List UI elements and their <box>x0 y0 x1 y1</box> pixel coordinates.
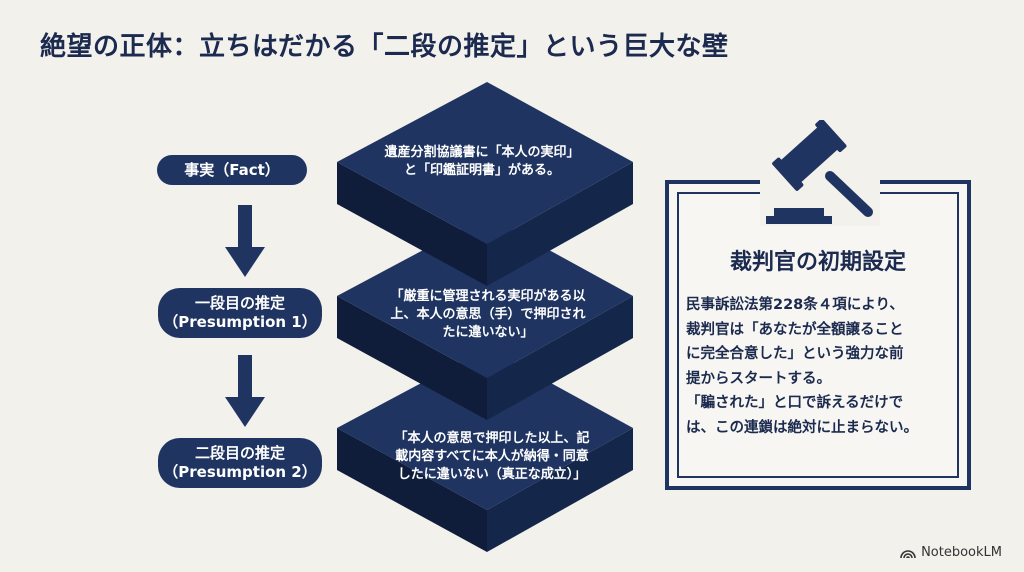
block-fact <box>337 82 633 286</box>
judge-body-line: 裁判官は「あなたが全額譲ること <box>686 321 904 338</box>
step-label-presumption-2: 二段目の推定 （Presumption 2） <box>158 438 322 488</box>
footer-brand-label: NotebookLM <box>921 545 1002 560</box>
step-label-fact: 事実（Fact） <box>157 155 307 185</box>
block-text-line: 載内容すべてに本人が納得・同意 <box>395 449 589 464</box>
step-label-line: （Presumption 2） <box>163 463 317 481</box>
block-text-line: たに違いない」 <box>442 325 534 340</box>
gavel-icon <box>766 120 873 224</box>
judge-title: 裁判官の初期設定 <box>729 250 906 275</box>
judge-body-line: 民事訴訟法第228条４項により、 <box>686 297 904 313</box>
judge-body-line: に完全合意した」という強力な前 <box>686 346 904 362</box>
block-text-line: 「厳重に管理される実印がある以 <box>390 289 586 304</box>
block-text-line: と「印鑑証明書」がある。 <box>403 163 560 178</box>
down-arrow-icon <box>225 205 265 277</box>
block-presumption-2 <box>337 348 633 552</box>
judge-body: 民事訴訟法第228条４項により、 裁判官は「あなたが全額譲ること に完全合意した… <box>686 293 956 440</box>
down-arrow-icon <box>225 355 265 427</box>
block-text-presumption-2: 「本人の意思で押印した以上、記 載内容すべてに本人が納得・同意 したに違いない（… <box>376 430 608 484</box>
page-title: 絶望の正体：立ちはだかる「二段の推定」という巨大な壁 <box>40 32 729 62</box>
judge-body-line: は、この連鎖は絶対に止まらない。 <box>686 419 918 436</box>
step-label-line: 一段目の推定 <box>194 294 285 312</box>
judge-body-line: 提からスタートする。 <box>686 370 831 387</box>
step-label-line: （Presumption 1） <box>163 313 317 331</box>
block-text-line: 「本人の意思で押印した以上、記 <box>394 431 590 446</box>
step-label-line: 事実（Fact） <box>184 160 280 179</box>
block-text-line: したに違いない（真正な成立）」 <box>397 467 587 482</box>
step-label-presumption-1: 一段目の推定 （Presumption 1） <box>158 288 322 338</box>
block-text-fact: 遺産分割協議書に「本人の実印」 と「印鑑証明書」がある。 <box>357 144 607 180</box>
notebooklm-logo-icon <box>900 549 916 558</box>
footer-brand: NotebookLM <box>900 545 1002 560</box>
judge-body-line: 「騙された」と口で訴えるだけで <box>686 395 904 411</box>
block-text-presumption-1: 「厳重に管理される実印がある以 上、本人の意思（手）で押印され たに違いない」 <box>365 288 611 342</box>
step-label-line: 二段目の推定 <box>194 444 285 462</box>
block-text-line: 上、本人の意思（手）で押印され <box>390 307 586 322</box>
block-text-line: 遺産分割協議書に「本人の実印」 <box>384 145 580 160</box>
block-presumption-1 <box>337 216 633 420</box>
